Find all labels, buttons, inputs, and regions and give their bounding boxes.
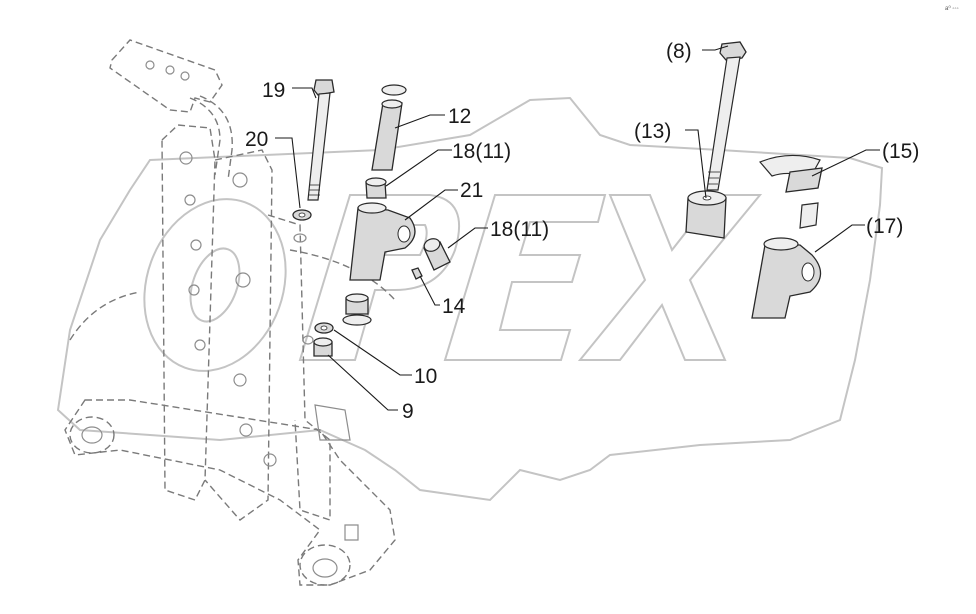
- nut-9: [313, 337, 333, 357]
- label-14: 14: [442, 295, 466, 318]
- leader-lines: [275, 45, 880, 411]
- lever-21: [349, 202, 416, 281]
- opex-watermark-letters: [143, 194, 763, 372]
- label-9: 9: [402, 400, 414, 423]
- label-8: (8): [666, 40, 692, 63]
- bushing-18-upper: [365, 177, 387, 199]
- clip-15: [758, 154, 823, 193]
- bolt-8: [706, 41, 747, 191]
- washer-10: [314, 322, 334, 334]
- lower-bushing: [342, 293, 372, 326]
- spacer-13: [685, 190, 727, 239]
- label-21: 21: [460, 179, 483, 202]
- label-13: (13): [634, 120, 671, 143]
- ghost-bracket-frame: [64, 39, 396, 586]
- label-15: (15): [882, 140, 919, 163]
- label-12: 12: [448, 105, 471, 128]
- part-labels: 19 20 12 18(11) 21 18(11) 14 10 9 (8) (1…: [245, 40, 919, 423]
- label-20: 20: [245, 128, 268, 151]
- label-17: (17): [866, 215, 903, 238]
- bushing-18-right: [423, 238, 451, 271]
- gear-watermark: [56, 96, 884, 502]
- label-10: 10: [414, 365, 437, 388]
- nut-14: [411, 267, 423, 280]
- label-18-11-upper: 18(11): [452, 140, 511, 163]
- bolt-19: [307, 79, 335, 201]
- label-18-11-right: 18(11): [490, 218, 549, 241]
- washer-20: [292, 209, 312, 221]
- label-19: 19: [262, 79, 285, 102]
- lever-17: [751, 202, 822, 319]
- pin-12: [371, 84, 407, 171]
- corner-mark: a⁰ ◦◦◦: [945, 5, 959, 12]
